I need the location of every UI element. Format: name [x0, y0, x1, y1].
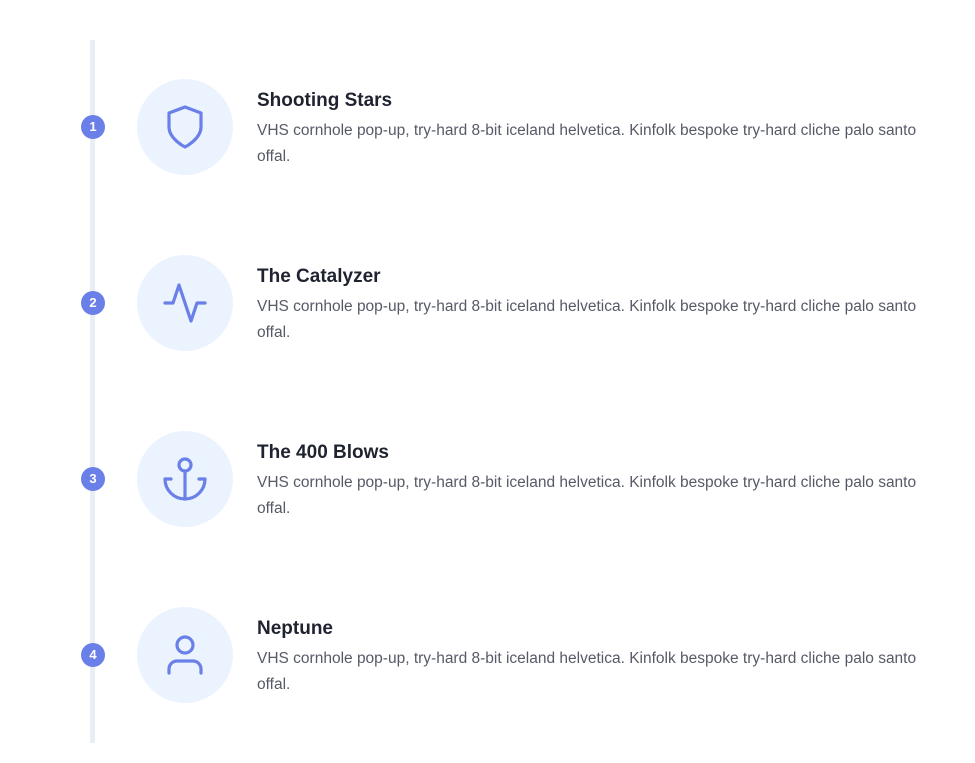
step-description: VHS cornhole pop-up, try-hard 8-bit icel… — [257, 298, 917, 341]
step-icon-circle — [137, 607, 233, 703]
timeline-step: 3 The 400 Blows VHS cornhole pop-up, try… — [0, 431, 975, 531]
timeline-step: 4 Neptune VHS cornhole pop-up, try-hard … — [0, 607, 975, 707]
step-title: The 400 Blows — [257, 442, 389, 463]
step-description: VHS cornhole pop-up, try-hard 8-bit icel… — [257, 474, 917, 517]
step-title: The Catalyzer — [257, 266, 381, 287]
timeline-line — [90, 40, 95, 743]
timeline-step: 1 Shooting Stars VHS cornhole pop-up, tr… — [0, 79, 975, 179]
anchor-icon — [163, 457, 207, 501]
step-number-badge: 1 — [81, 115, 105, 139]
shield-icon — [167, 105, 203, 149]
timeline-step: 2 The Catalyzer VHS cornhole pop-up, try… — [0, 255, 975, 355]
step-description: VHS cornhole pop-up, try-hard 8-bit icel… — [257, 122, 917, 165]
step-description: VHS cornhole pop-up, try-hard 8-bit icel… — [257, 650, 917, 693]
step-icon-circle — [137, 431, 233, 527]
step-number-badge: 3 — [81, 467, 105, 491]
user-icon — [167, 635, 203, 675]
step-icon-circle — [137, 255, 233, 351]
step-title: Neptune — [257, 618, 333, 639]
step-number-badge: 4 — [81, 643, 105, 667]
step-title: Shooting Stars — [257, 90, 393, 111]
activity-icon — [163, 283, 207, 323]
step-icon-circle — [137, 79, 233, 175]
step-number-badge: 2 — [81, 291, 105, 315]
